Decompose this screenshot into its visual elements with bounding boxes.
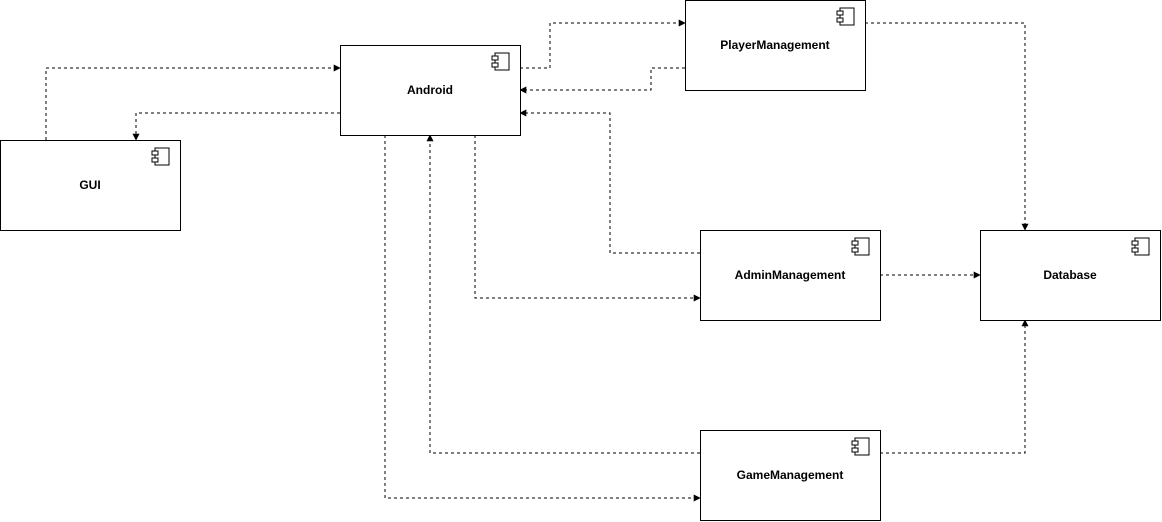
component-icon [851, 237, 870, 256]
component-icon [1131, 237, 1150, 256]
component-game-management[interactable]: GameManagement [700, 430, 881, 521]
component-label: Database [1043, 268, 1097, 282]
component-icon [491, 52, 510, 71]
edge-android-to-game [384, 135, 701, 502]
component-label: GUI [79, 178, 100, 192]
edge-admin-to-android [519, 109, 700, 254]
component-label: PlayerManagement [720, 38, 829, 52]
component-icon [151, 147, 170, 166]
connectors [45, 19, 1029, 502]
edge-android-to-player [520, 19, 686, 69]
component-android[interactable]: Android [340, 45, 521, 136]
component-gui[interactable]: GUI [0, 140, 181, 231]
component-label: Android [407, 83, 453, 97]
edge-player-to-database [865, 22, 1029, 231]
edge-player-to-android [519, 67, 685, 94]
edge-gui-to-android [45, 64, 341, 140]
component-player-management[interactable]: PlayerManagement [685, 0, 866, 91]
component-icon [851, 437, 870, 456]
component-label: GameManagement [737, 468, 844, 482]
component-label: AdminManagement [735, 268, 846, 282]
edge-game-to-database [880, 319, 1029, 454]
component-icon [836, 7, 855, 26]
edge-android-to-gui [132, 112, 340, 141]
edge-game-to-android [426, 134, 700, 454]
edge-android-to-admin [474, 135, 701, 302]
component-database[interactable]: Database [980, 230, 1161, 321]
component-admin-management[interactable]: AdminManagement [700, 230, 881, 321]
